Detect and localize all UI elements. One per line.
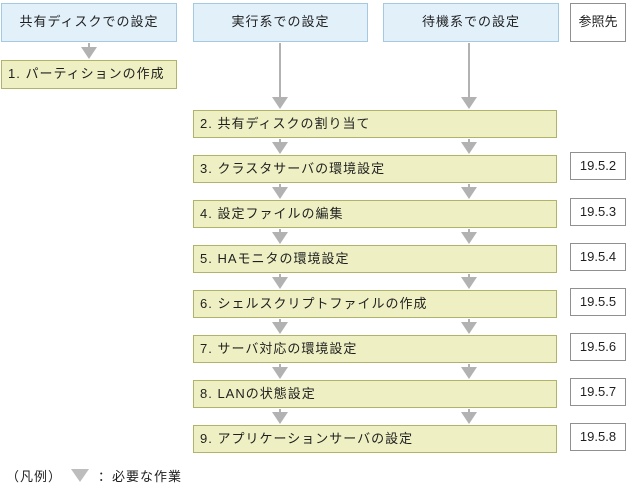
down-arrow-icon: [461, 139, 477, 154]
step-box-9: 9. アプリケーションサーバの設定: [193, 425, 557, 453]
down-arrow-icon: [272, 139, 288, 154]
down-arrow-icon: [461, 43, 477, 109]
step-box-8: 8. LANの状態設定: [193, 380, 557, 408]
ref-box: 19.5.7: [570, 378, 626, 406]
down-arrow-icon: [461, 319, 477, 334]
ref-box: 19.5.8: [570, 423, 626, 451]
step-box-4: 4. 設定ファイルの編集: [193, 200, 557, 228]
column-header-reference: 参照先: [570, 3, 626, 42]
step-box-6: 6. シェルスクリプトファイルの作成: [193, 290, 557, 318]
down-arrow-icon: [461, 364, 477, 379]
down-arrow-icon: [461, 184, 477, 199]
step-box-3: 3. クラスタサーバの環境設定: [193, 155, 557, 183]
down-arrow-icon: [272, 364, 288, 379]
ref-box: 19.5.4: [570, 243, 626, 271]
column-header-standby-system: 待機系での設定: [383, 3, 559, 42]
column-header-active-system: 実行系での設定: [193, 3, 368, 42]
down-arrow-icon: [272, 43, 288, 109]
step-box-7: 7. サーバ対応の環境設定: [193, 335, 557, 363]
down-arrow-icon: [272, 229, 288, 244]
ref-box: 19.5.6: [570, 333, 626, 361]
down-arrow-icon: [272, 319, 288, 334]
down-arrow-icon: [272, 184, 288, 199]
down-arrow-icon: [461, 229, 477, 244]
legend: （凡例） ：必要な作業: [6, 466, 182, 485]
ref-box: 19.5.2: [570, 152, 626, 180]
down-arrow-icon: [461, 409, 477, 424]
required-task-arrow-icon: [71, 469, 90, 482]
ref-box: 19.5.5: [570, 288, 626, 316]
step-box-1: 1. パーティションの作成: [1, 60, 177, 89]
down-arrow-icon: [272, 409, 288, 424]
legend-title: （凡例）: [6, 469, 63, 484]
legend-label: ：必要な作業: [98, 469, 183, 484]
step-box-2: 2. 共有ディスクの割り当て: [193, 110, 557, 138]
down-arrow-icon: [272, 274, 288, 289]
down-arrow-icon: [81, 43, 97, 59]
ref-box: 19.5.3: [570, 198, 626, 226]
step-box-5: 5. HAモニタの環境設定: [193, 245, 557, 273]
column-header-shared-disk: 共有ディスクでの設定: [1, 3, 177, 42]
down-arrow-icon: [461, 274, 477, 289]
